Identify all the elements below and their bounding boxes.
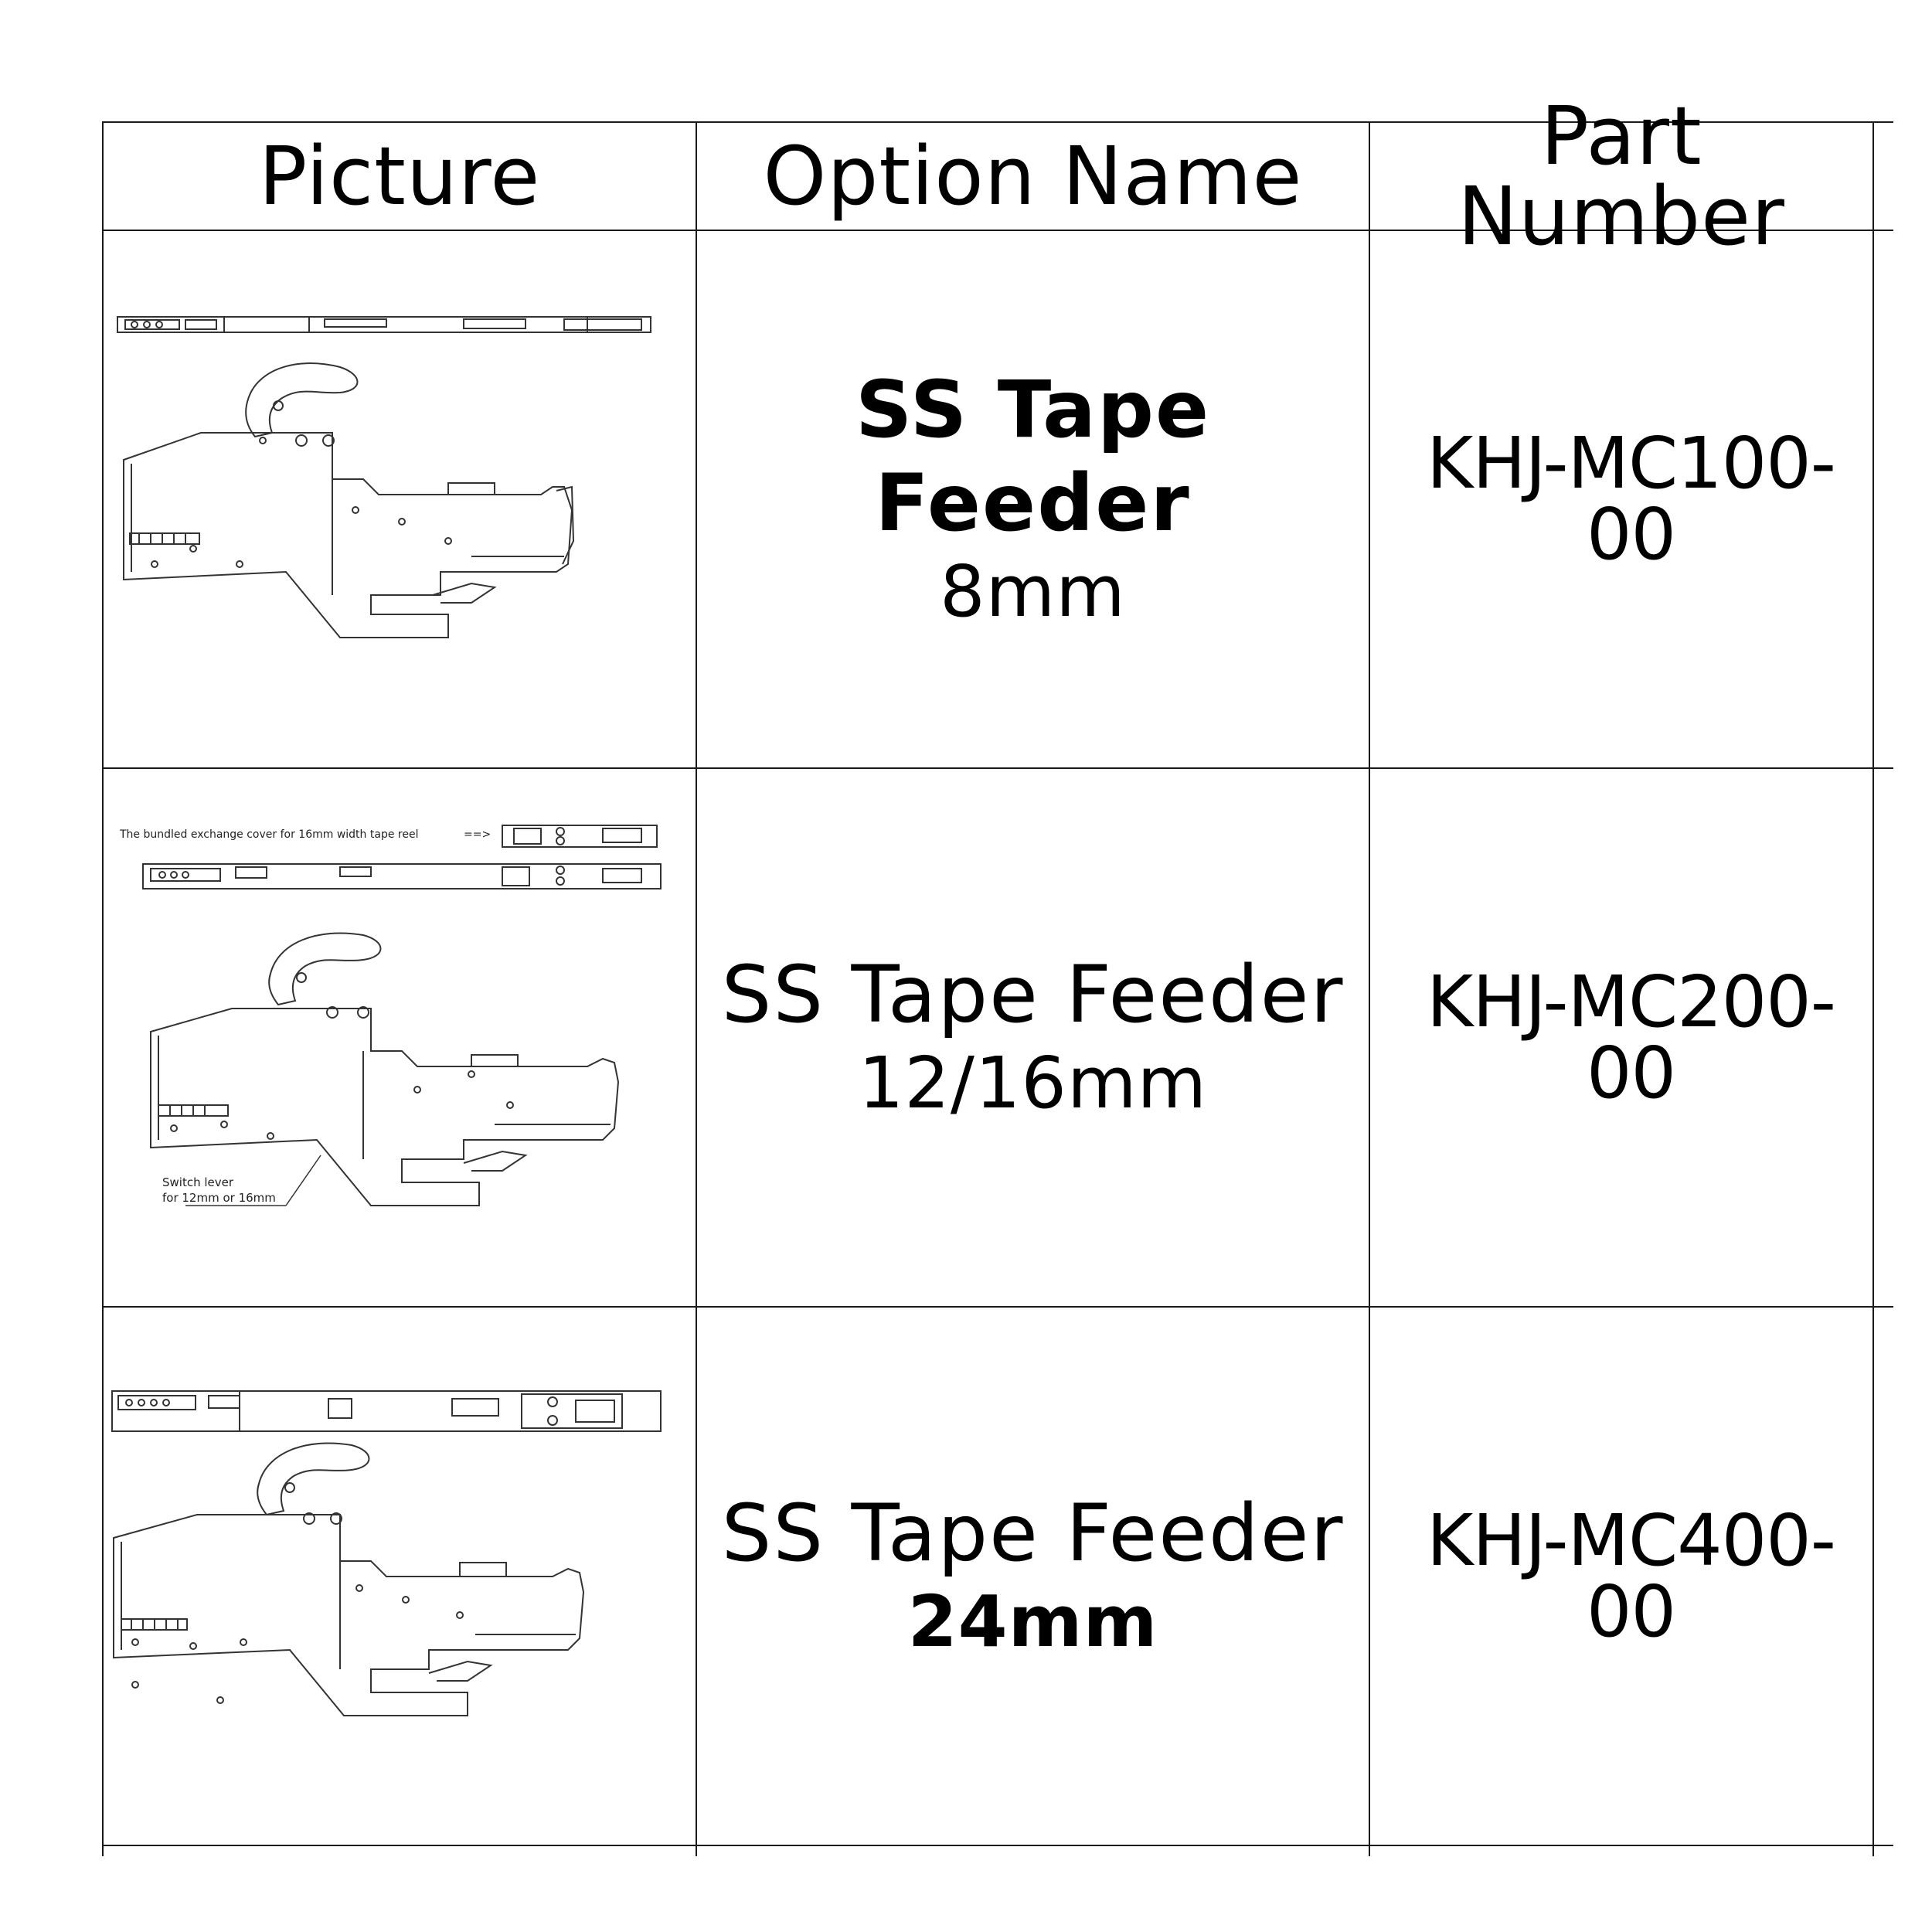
feeder-24mm-drawing: [104, 1383, 668, 1754]
row-divider: [102, 1306, 1893, 1308]
header-picture: Picture: [104, 123, 696, 230]
row1-option-name: SS Tape Feeder 8mm: [697, 364, 1369, 634]
cover-note-arrow: ==>: [464, 828, 491, 841]
row-divider: [102, 1845, 1893, 1846]
option-name-line1: SS Tape Feeder: [721, 1488, 1345, 1580]
table-border-right: [1872, 121, 1874, 1856]
header-part-number: Part Number: [1370, 96, 1872, 257]
row2-part-number-cell: KHJ-MC200-00: [1370, 769, 1872, 1306]
row-divider: [102, 767, 1893, 769]
row3-option-name-cell: SS Tape Feeder 24mm: [697, 1308, 1369, 1845]
cover-note: The bundled exchange cover for 16mm widt…: [119, 828, 418, 841]
row2-option-name: SS Tape Feeder 12/16mm: [722, 949, 1345, 1126]
feeder-8mm-drawing: [108, 309, 665, 649]
switch-lever-note: Switch lever: [162, 1175, 234, 1189]
table-border-top: [102, 121, 1893, 123]
option-name-line1: SS Tape Feeder: [721, 949, 1345, 1042]
part-number: KHJ-MC100-00: [1427, 422, 1836, 576]
option-name-line2: 8mm: [940, 550, 1126, 634]
part-number: KHJ-MC400-00: [1427, 1498, 1836, 1653]
option-name-line2: 12/16mm: [858, 1042, 1208, 1125]
row1-part-number-cell: KHJ-MC100-00: [1370, 231, 1872, 767]
row3-option-name: SS Tape Feeder 24mm: [722, 1488, 1345, 1665]
column-divider: [1369, 121, 1370, 1856]
header-part-number-label: Part Number: [1458, 89, 1785, 264]
part-number: KHJ-MC200-00: [1427, 960, 1836, 1114]
option-name-line1: SS Tape Feeder: [855, 364, 1211, 549]
option-name-line2: 24mm: [907, 1580, 1158, 1664]
row1-option-name-cell: SS Tape Feeder 8mm: [697, 231, 1369, 767]
header-divider: [102, 230, 1893, 231]
feeder-12-16mm-drawing: The bundled exchange cover for 16mm widt…: [108, 819, 672, 1213]
table-border-left: [102, 121, 104, 1856]
row3-part-number-cell: KHJ-MC400-00: [1370, 1308, 1872, 1845]
switch-lever-note-size: for 12mm or 16mm: [162, 1191, 276, 1205]
header-picture-label: Picture: [258, 129, 541, 223]
row2-option-name-cell: SS Tape Feeder 12/16mm: [697, 769, 1369, 1306]
column-divider: [696, 121, 697, 1856]
header-option-name-label: Option Name: [763, 129, 1303, 223]
header-option-name: Option Name: [697, 123, 1369, 230]
